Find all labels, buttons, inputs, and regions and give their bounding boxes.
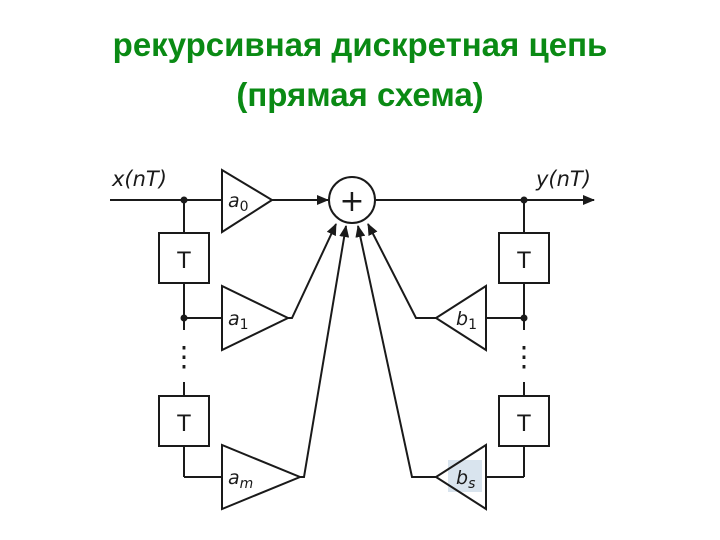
delay-box-right-2 xyxy=(498,395,550,447)
am-to-summer-line xyxy=(300,225,350,478)
left-tap-dot xyxy=(180,314,188,322)
delay-box-right-1 xyxy=(498,232,550,284)
amplifier-bs xyxy=(434,443,487,511)
output-signal-label: y(nT) xyxy=(535,167,591,191)
delay-label-right-2: T xyxy=(516,412,531,437)
coef-a0-label: a0 xyxy=(228,190,249,215)
b1-to-summer-line xyxy=(367,223,436,319)
right-ellipsis: ⋮ xyxy=(510,340,538,373)
title-line-1: рекурсивная дискретная цепь xyxy=(112,26,608,63)
right-tap-dot xyxy=(520,314,528,322)
a1-to-summer-line xyxy=(288,223,337,319)
summer-plus-icon: + xyxy=(339,184,364,219)
coef-am-label: am xyxy=(228,467,253,492)
coef-b1-label: b1 xyxy=(456,308,477,333)
title-line-2: (прямая схема) xyxy=(236,76,484,113)
amplifier-a0 xyxy=(221,168,274,234)
left-junction-dot xyxy=(180,196,188,204)
left-ellipsis: ⋮ xyxy=(170,340,198,373)
coef-bs-label: bs xyxy=(456,467,475,492)
right-junction-dot xyxy=(520,196,528,204)
delay-box-left-1 xyxy=(158,232,210,284)
delay-box-left-2 xyxy=(158,395,210,447)
delay-label-left-2: T xyxy=(176,412,191,437)
summing-node xyxy=(328,176,376,224)
amplifier-a1 xyxy=(221,284,291,352)
delay-label-left-1: T xyxy=(176,249,191,274)
bs-to-summer-line xyxy=(355,225,436,478)
coef-a1-label: a1 xyxy=(228,308,249,333)
amplifier-b1 xyxy=(434,284,487,352)
delay-label-right-1: T xyxy=(516,249,531,274)
input-signal-label: x(nT) xyxy=(111,167,167,191)
amplifier-am xyxy=(221,443,303,511)
